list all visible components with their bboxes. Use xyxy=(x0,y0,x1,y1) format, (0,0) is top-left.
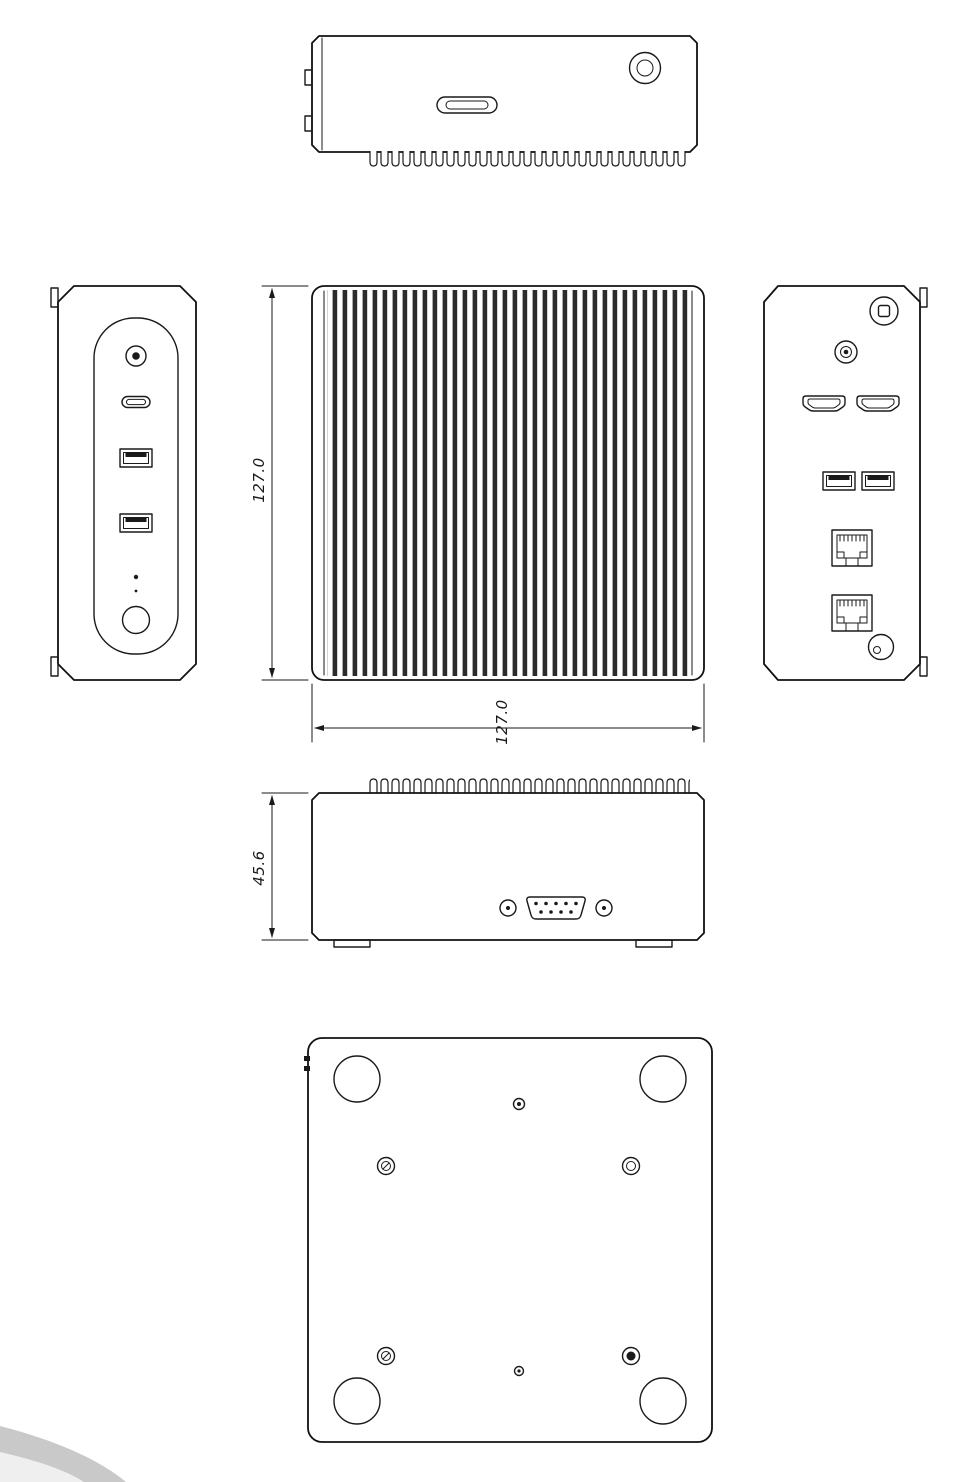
edge-tab xyxy=(50,287,59,308)
mic-hole-icon xyxy=(134,589,138,593)
dim-label-front-width: 127.0 xyxy=(493,699,511,744)
screw-hole-icon xyxy=(628,51,662,85)
audio-jack-icon xyxy=(125,345,147,367)
mounting-hole-icon xyxy=(513,1365,525,1377)
front-view xyxy=(311,285,705,681)
dim-label-front-height: 127.0 xyxy=(250,457,268,502)
usb-a-port-icon xyxy=(822,471,856,491)
rubber-foot-icon xyxy=(639,1377,687,1425)
usb-a-port-icon xyxy=(861,471,895,491)
edge-mark xyxy=(304,1066,310,1071)
usb-c-port-icon xyxy=(436,96,498,114)
top-view-outline xyxy=(311,35,698,153)
screw-hole-icon xyxy=(376,1156,396,1176)
bottom-view-outline xyxy=(307,1037,713,1443)
bottom-view xyxy=(304,1037,713,1443)
dim-label-side-depth: 45.6 xyxy=(250,850,268,885)
serial-db9-port-icon xyxy=(499,896,613,920)
edge-tab xyxy=(919,656,928,677)
rear-view xyxy=(311,776,705,948)
right-side-outline xyxy=(763,285,921,681)
usb-c-port-icon xyxy=(121,395,151,409)
left-side-outline xyxy=(57,285,197,681)
right-side-view xyxy=(763,285,928,681)
page-curl-shadow xyxy=(0,1426,126,1482)
screw-hole-icon xyxy=(621,1156,641,1176)
vent-grille xyxy=(368,776,690,793)
rear-view-outline xyxy=(311,792,705,941)
dimension-front-width: 127.0 xyxy=(311,683,705,745)
screw-hole-icon xyxy=(867,633,895,661)
usb-a-port-icon xyxy=(119,513,153,533)
power-button-icon xyxy=(121,605,151,635)
left-side-view xyxy=(50,285,197,681)
edge-mark xyxy=(304,1056,310,1061)
edge-tab xyxy=(304,115,313,132)
usb-a-port-icon xyxy=(119,448,153,468)
rubber-foot-icon xyxy=(639,1055,687,1103)
foot-tab xyxy=(635,939,673,948)
hdmi-port-icon xyxy=(856,395,900,412)
ethernet-port-icon xyxy=(831,529,873,567)
top-view xyxy=(304,35,698,168)
dimension-front-height: 127.0 xyxy=(250,285,309,681)
front-view-outline xyxy=(311,285,705,681)
edge-tab xyxy=(304,69,313,86)
screw-hole-icon xyxy=(621,1346,641,1366)
edge-tab xyxy=(919,287,928,308)
edge-tab xyxy=(50,656,59,677)
vent-grille xyxy=(368,151,688,168)
rubber-foot-icon xyxy=(333,1055,381,1103)
heatsink-fins xyxy=(327,290,689,676)
rubber-foot-icon xyxy=(333,1377,381,1425)
mounting-hole-icon xyxy=(512,1097,526,1111)
hdmi-port-icon xyxy=(802,395,846,412)
dimension-side-depth: 45.6 xyxy=(250,792,309,941)
foot-tab xyxy=(333,939,371,948)
status-led-icon xyxy=(133,574,139,580)
dc-jack-icon xyxy=(834,340,858,364)
front-panel-recess xyxy=(93,317,179,655)
screw-hole-icon xyxy=(376,1346,396,1366)
ethernet-port-icon xyxy=(831,594,873,632)
kensington-lock-icon xyxy=(869,296,899,326)
